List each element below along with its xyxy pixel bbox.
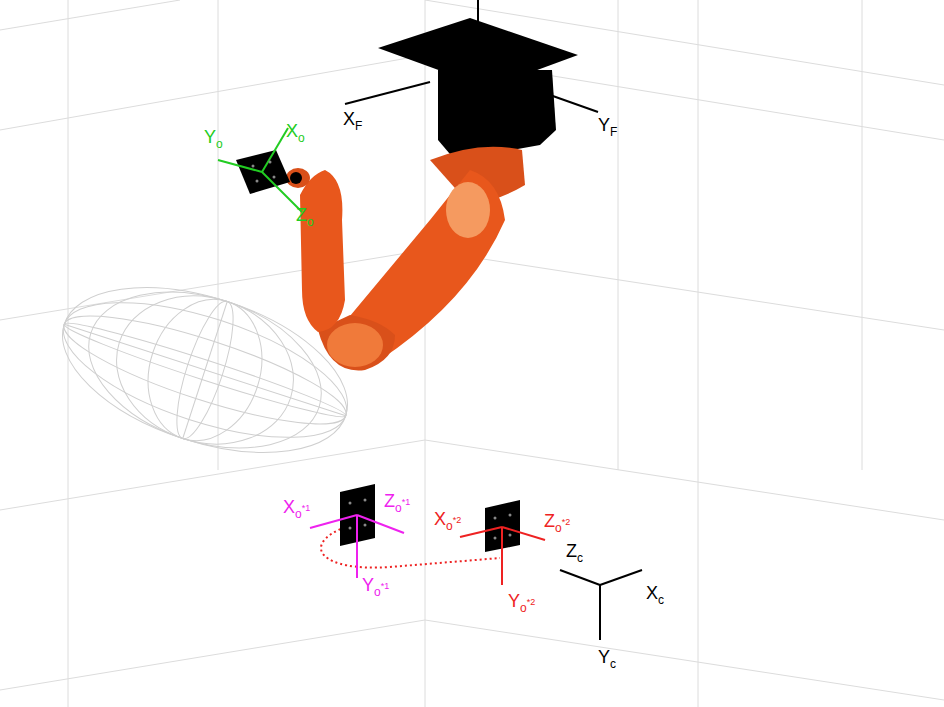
axis-label: Yo <box>204 128 223 150</box>
axis-label: Yo*2 <box>508 592 535 614</box>
axis-label: Zo*1 <box>384 492 410 514</box>
axis-label: Xo*2 <box>434 510 461 532</box>
axis-label: Xo*1 <box>283 498 310 520</box>
axis-label: Zo*2 <box>544 512 570 534</box>
axis-label: Yc <box>598 648 616 670</box>
axis-label: Yo*1 <box>362 576 389 598</box>
axis-label: XF <box>343 110 362 132</box>
camera-frame <box>560 570 642 640</box>
axis-label: Zc <box>566 542 583 564</box>
axis-label: Xc <box>646 584 664 606</box>
axis-label: YF <box>598 116 617 138</box>
target-frame-2 <box>460 500 545 585</box>
frame-base <box>345 82 598 112</box>
axis-label: Xo <box>286 122 305 144</box>
axis-label: Zo <box>296 206 314 228</box>
robot-arm <box>286 0 578 371</box>
target-frame-1 <box>310 484 404 578</box>
